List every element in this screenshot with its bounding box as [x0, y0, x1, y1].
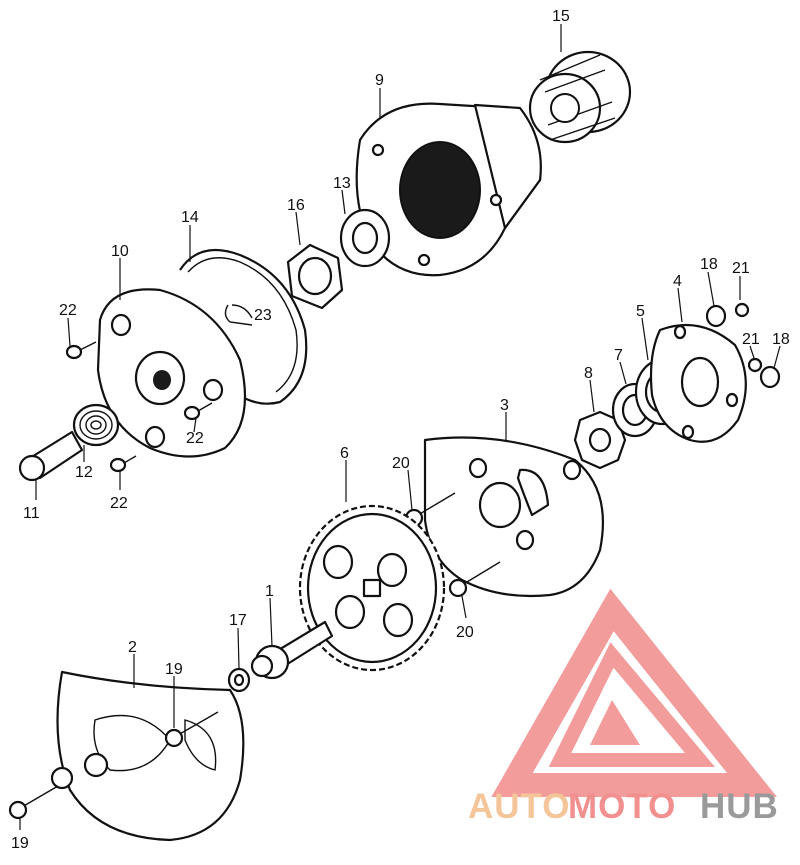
- part-18-washer-top: [705, 304, 727, 328]
- label-10: 10: [111, 243, 129, 260]
- part-8-inner-rotor: [573, 410, 627, 470]
- part-21-bolt-right: [747, 357, 763, 373]
- part-12-spring: [72, 403, 120, 447]
- label-3: 3: [500, 397, 509, 414]
- label-6: 6: [340, 445, 349, 462]
- part-20-bolt-lower: [448, 561, 501, 598]
- label-22-a: 22: [59, 302, 77, 319]
- label-4: 4: [673, 273, 682, 290]
- label-22-b: 22: [186, 430, 204, 447]
- label-5: 5: [636, 303, 645, 320]
- part-9-housing-cover: [355, 102, 542, 277]
- part-21-bolt-top: [734, 302, 750, 318]
- label-23: 23: [254, 307, 272, 324]
- watermark-moto-text: MOTO: [568, 787, 676, 826]
- part-22-screw-b: [183, 402, 213, 421]
- part-23-pin: [224, 304, 253, 326]
- label-15: 15: [552, 8, 570, 25]
- label-16: 16: [287, 197, 305, 214]
- label-21-right: 21: [742, 331, 760, 348]
- part-22-screw-a: [65, 341, 97, 360]
- label-12: 12: [75, 464, 93, 481]
- label-19-lower: 19: [11, 835, 29, 852]
- part-1-shaft: [250, 620, 334, 680]
- watermark-logo: [491, 588, 777, 797]
- part-16-nut: [286, 243, 344, 310]
- label-19-upper: 19: [165, 661, 183, 678]
- label-17: 17: [229, 612, 247, 629]
- part-2-front-cover: [50, 670, 245, 842]
- part-number-labels: 15 9 13 16 14 10 22 23 22 12 22 11 18 21…: [11, 8, 790, 852]
- label-18-right: 18: [772, 331, 790, 348]
- part-17-washer: [227, 667, 251, 693]
- part-11-plug-bolt: [18, 430, 84, 482]
- watermark-auto-text: AUTO: [468, 787, 571, 826]
- part-18-washer-right: [759, 365, 781, 389]
- label-20-lower: 20: [456, 624, 474, 641]
- part-3-rear-housing: [423, 436, 605, 598]
- label-21-top: 21: [732, 260, 750, 277]
- part-10-pump-body: [96, 288, 247, 458]
- label-2: 2: [128, 639, 137, 656]
- part-15-drive-gear: [528, 50, 632, 144]
- label-7: 7: [614, 347, 623, 364]
- part-6-large-gear: [298, 504, 446, 672]
- leader-lines: [19, 24, 781, 830]
- part-19-bolt-lower: [8, 785, 59, 820]
- label-1: 1: [265, 583, 274, 600]
- part-19-bolt-upper: [164, 711, 219, 748]
- label-22-c: 22: [110, 495, 128, 512]
- part-4-cover-plate: [649, 323, 747, 443]
- label-11: 11: [23, 505, 40, 522]
- part-22-screw-c: [109, 455, 137, 473]
- label-13: 13: [333, 175, 351, 192]
- part-13-washer: [339, 208, 391, 268]
- label-8: 8: [584, 365, 593, 382]
- part-14-gasket: [179, 248, 308, 405]
- label-20-upper: 20: [392, 455, 410, 472]
- label-18-top: 18: [700, 256, 718, 273]
- watermark-hub-text: HUB: [700, 787, 779, 826]
- label-14: 14: [181, 209, 199, 226]
- label-9: 9: [375, 72, 384, 89]
